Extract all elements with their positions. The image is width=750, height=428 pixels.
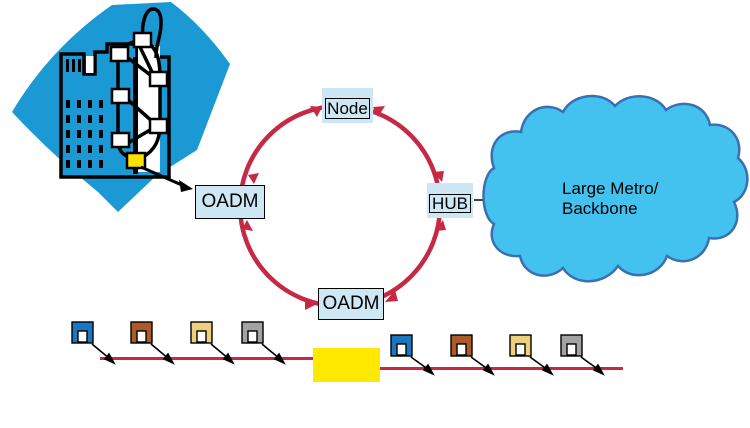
ring-circle	[237, 103, 443, 309]
transceiver-icon-tan-left	[190, 321, 213, 344]
metro-ring	[237, 103, 446, 310]
backbone-cloud	[482, 94, 749, 283]
network-node-square	[148, 117, 169, 135]
transceiver-icon-blue-left	[71, 321, 94, 344]
network-node-square	[110, 131, 131, 149]
city-node-squares	[109, 31, 169, 170]
network-node-square	[148, 70, 169, 88]
ring-direction-arrowheads	[242, 106, 446, 310]
transceiver-icon-tan-right	[509, 334, 532, 357]
transceiver-icon-brown-left	[130, 321, 153, 344]
ring-oadm-bottom-label: OADM	[322, 293, 380, 314]
city-illustration	[12, 2, 230, 212]
add-arrows-left	[91, 343, 286, 365]
cloud-label-line2: Backbone	[562, 199, 638, 218]
wdm-link	[71, 321, 623, 382]
transceiver-icon-gray-left	[241, 321, 264, 344]
cloud-label: Large Metro/ Backbone	[562, 179, 722, 219]
transceiver-group-left	[71, 321, 286, 365]
building-windows	[66, 100, 103, 168]
tower-ticks	[66, 59, 81, 72]
network-node-square	[132, 31, 153, 49]
skyline-notch	[86, 56, 94, 73]
transceiver-icon-blue-right	[390, 334, 413, 357]
ring-node-label: Node	[325, 98, 370, 119]
gateway-node-square	[125, 151, 147, 170]
ring-oadm-left-label: OADM	[201, 191, 259, 212]
arrow-city-to-oadm	[140, 165, 193, 192]
transceiver-icon-brown-right	[450, 334, 473, 357]
ring-hub-label: HUB	[429, 194, 471, 213]
transceiver-icon-gray-right	[560, 334, 583, 357]
ring-hub-box: HUB	[427, 183, 473, 218]
ring-node-box: Node	[322, 88, 373, 123]
ring-oadm-bottom-box: OADM	[318, 288, 384, 320]
network-node-square	[109, 45, 130, 63]
cloud-label-line1: Large Metro/	[562, 179, 659, 198]
drop-arrows-right	[410, 356, 605, 376]
ring-oadm-left-box: OADM	[195, 185, 265, 219]
loop-center-line	[133, 57, 138, 174]
oadm-device-box	[313, 348, 380, 382]
transceiver-group-right	[390, 334, 605, 376]
network-node-square	[110, 87, 131, 105]
